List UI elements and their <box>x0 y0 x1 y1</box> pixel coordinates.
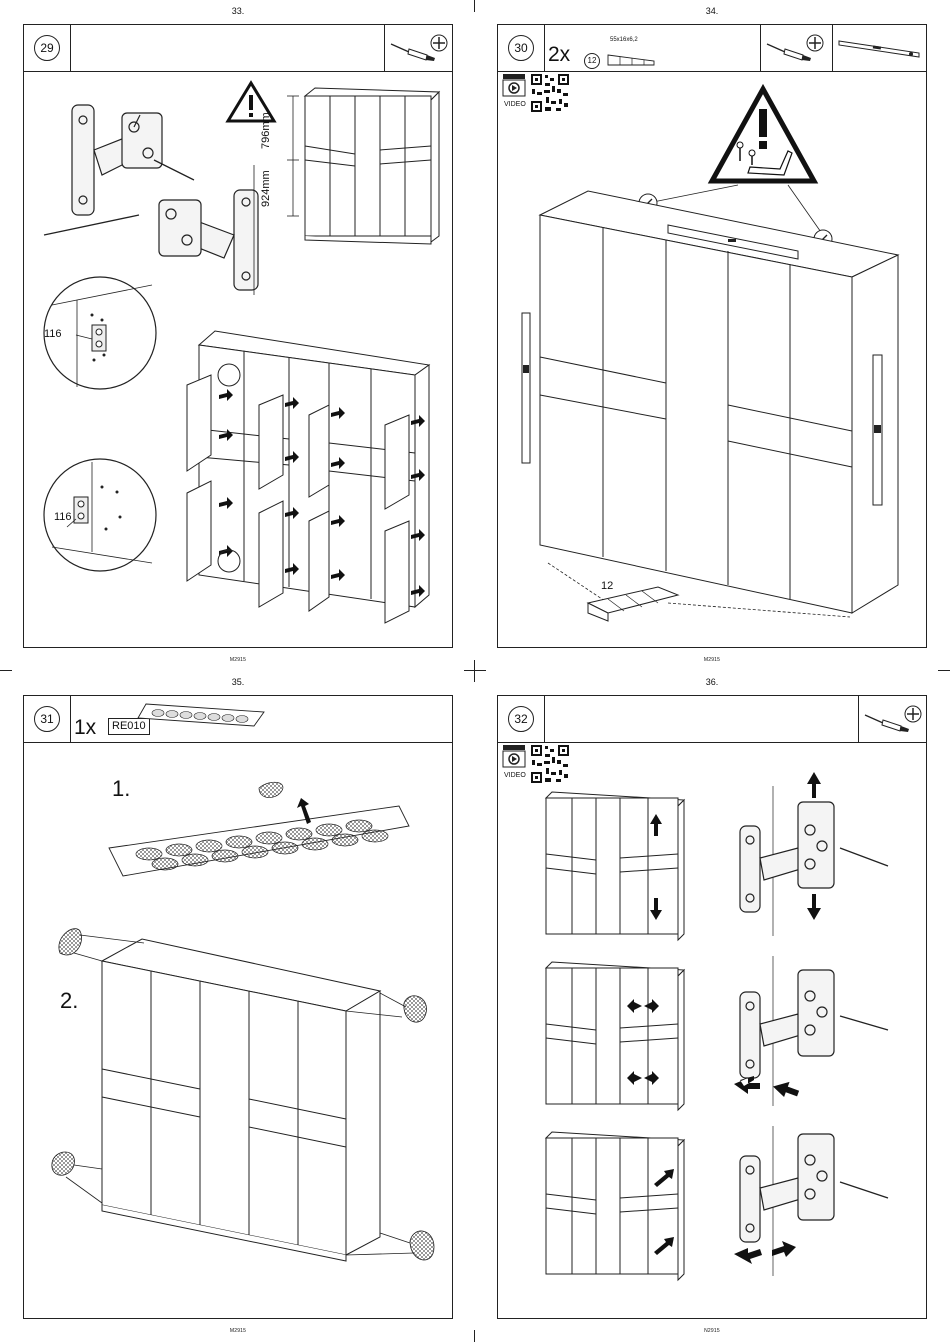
tool-box <box>832 25 926 71</box>
pad-label: 12 <box>601 580 613 592</box>
crop-mark <box>474 660 475 682</box>
video-link[interactable]: VIDEO <box>502 744 570 784</box>
step-number-box: 31 <box>24 696 71 742</box>
page-footer-code: M2915 <box>208 657 268 663</box>
wardrobe-leveling-diagram <box>518 185 918 615</box>
video-label: VIDEO <box>504 772 526 779</box>
hinge-label-top: 116 <box>44 328 62 340</box>
wardrobe-felt-pads-diagram <box>34 921 444 1281</box>
step-panel-32: 32 VIDEO <box>497 695 927 1319</box>
part-number: 12 <box>584 53 600 69</box>
step-number-box: 32 <box>498 696 545 742</box>
warning-triangle-icon <box>708 85 818 185</box>
video-link[interactable]: VIDEO <box>502 73 570 113</box>
hinge-label-bottom: 116 <box>54 511 72 523</box>
tool-box <box>858 696 926 742</box>
page-footer-code: M2915 <box>682 657 742 663</box>
page-footer-code: N2915 <box>682 1328 742 1334</box>
step-number-box: 29 <box>24 25 71 71</box>
crop-mark <box>474 1330 475 1342</box>
part-quantity: 2x <box>548 43 570 67</box>
step-panel-30: 30 2x 12 55x16x6,2 <box>497 24 927 648</box>
tool-box <box>384 25 452 71</box>
dimension-upper: 796mm <box>260 89 272 149</box>
phillips-bit-icon <box>429 33 449 53</box>
felt-pad-sheet-icon <box>136 700 266 730</box>
video-icon <box>502 73 526 99</box>
page-number: 35. <box>198 677 278 687</box>
door-adjust-lateral <box>508 956 918 1106</box>
felt-pad-sheet <box>109 776 419 896</box>
step-panel-31: 31 1x RE010 1. <box>23 695 453 1319</box>
crop-mark <box>0 670 12 671</box>
qr-code-icon[interactable] <box>530 73 570 113</box>
page-number: 33. <box>198 6 278 16</box>
page-number: 36. <box>672 677 752 687</box>
phillips-bit-icon <box>903 704 923 724</box>
step-number-box: 30 <box>498 25 545 71</box>
step-header: 30 2x 12 55x16x6,2 <box>498 25 926 72</box>
step-number: 32 <box>508 706 534 732</box>
door-adjust-depth <box>508 1126 918 1276</box>
screw-size: 55x16x6,2 <box>610 37 638 43</box>
crop-mark <box>474 0 475 12</box>
qr-code-icon[interactable] <box>530 744 570 784</box>
crop-mark <box>938 670 950 671</box>
video-icon <box>502 744 526 770</box>
tool-box <box>760 25 833 71</box>
phillips-bit-icon <box>805 33 825 53</box>
dimension-lower: 924mm <box>260 147 272 207</box>
wardrobe-dimension-diagram <box>279 80 449 250</box>
spirit-level-icon <box>837 37 921 59</box>
step-number: 30 <box>508 35 534 61</box>
step-header: 31 1x RE010 <box>24 696 452 743</box>
part-quantity: 1x <box>74 716 96 740</box>
step-panel-29: 29 <box>23 24 453 648</box>
page-number: 34. <box>672 6 752 16</box>
step-number: 29 <box>34 35 60 61</box>
crop-mark <box>464 670 486 671</box>
wardrobe-door-mounting <box>159 325 439 615</box>
video-label: VIDEO <box>504 101 526 108</box>
step-header: 29 <box>24 25 452 72</box>
step-number: 31 <box>34 706 60 732</box>
page-footer-code: M2915 <box>208 1328 268 1334</box>
step-header: 32 <box>498 696 926 743</box>
door-adjust-vertical <box>508 786 918 936</box>
wedge-pad-icon <box>606 51 656 67</box>
